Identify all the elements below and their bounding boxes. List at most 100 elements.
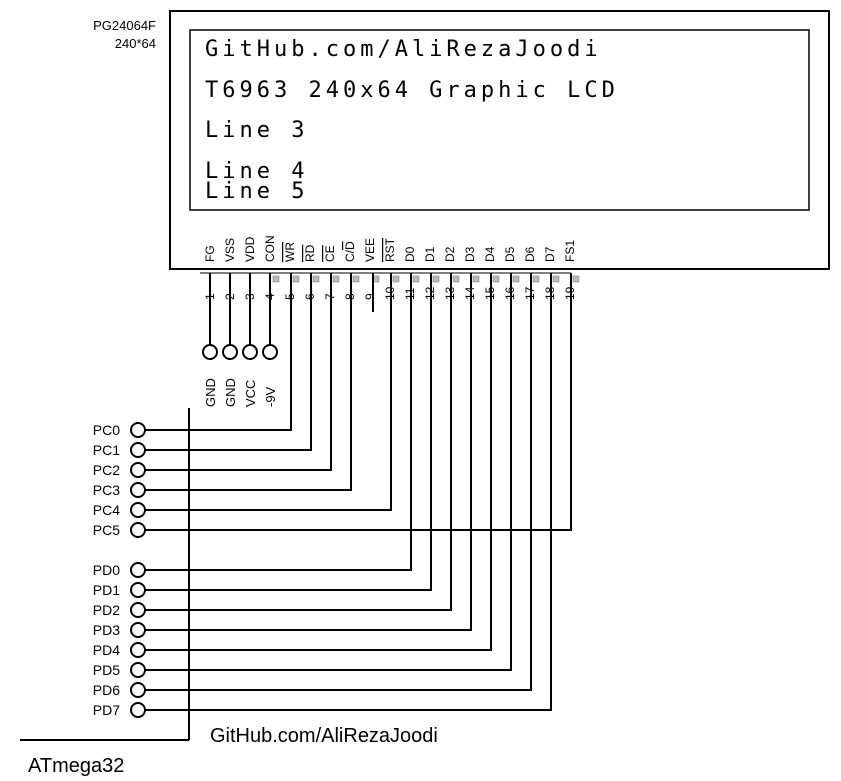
pin-pad-19	[572, 275, 580, 283]
pin-name-18: D7	[543, 246, 557, 262]
power-terminal-4	[262, 344, 278, 360]
wire-pd2	[145, 273, 452, 611]
mcu-pin-label-pd2: PD2	[93, 602, 120, 618]
mcu-pin-label-pc1: PC1	[93, 442, 120, 458]
mcu-connector: PC0PC1PC2PC3PC4PC5PD0PD1PD2PD3PD4PD5PD6P…	[93, 422, 146, 718]
pin-pad-17	[532, 275, 540, 283]
power-terminal-3	[242, 344, 258, 360]
pin-pad-15	[492, 275, 500, 283]
pin-name-2: VSS	[223, 238, 237, 262]
power-label-2: GND	[223, 378, 238, 407]
pin-pad-18	[552, 275, 560, 283]
pin-pad-4	[272, 275, 280, 283]
pin-name-12: D1	[423, 246, 437, 262]
pin-name-3: VDD	[243, 236, 257, 262]
lcd-resolution-label: 240*64	[115, 36, 156, 51]
power-label-4: -9V	[263, 386, 278, 407]
lcd-pins: FG1VSS2VDD3CON4WR5RD6CE7C/D8VEE9RST10D01…	[200, 235, 580, 300]
mcu-pin-label-pc3: PC3	[93, 482, 120, 498]
mcu-pin-label-pc2: PC2	[93, 462, 120, 478]
mcu-terminal-pc2	[130, 462, 146, 478]
wire-pd7	[145, 273, 552, 711]
mcu-terminal-pd0	[130, 562, 146, 578]
mcu-pin-label-pc5: PC5	[93, 522, 120, 538]
pin-name-5: WR	[283, 242, 297, 262]
pin-pad-5	[292, 275, 300, 283]
mcu-terminal-pd4	[130, 642, 146, 658]
pin-name-4: CON	[263, 235, 277, 262]
pin-name-9: VEE	[363, 238, 377, 262]
pin-name-16: D5	[503, 246, 517, 262]
pin-number-9: 9	[363, 293, 377, 300]
mcu-terminal-pd1	[130, 582, 146, 598]
mcu-pin-label-pc4: PC4	[93, 502, 120, 518]
pin-name-11: D0	[403, 246, 417, 262]
pin-name-13: D2	[443, 246, 457, 262]
pin-pad-6	[312, 275, 320, 283]
pin-name-19: FS1	[563, 240, 577, 262]
power-label-1: GND	[203, 378, 218, 407]
mcu-name-label: ATmega32	[28, 755, 124, 777]
lcd-line-2: T6963 240x64 Graphic LCD	[205, 78, 619, 103]
pin-name-17: D6	[523, 246, 537, 262]
wire-pd5	[145, 273, 512, 671]
wire-pc4	[145, 273, 392, 511]
mcu-terminal-pd6	[130, 682, 146, 698]
mcu-terminal-pd7	[130, 702, 146, 718]
lcd-module-outline	[169, 10, 830, 270]
mcu-pin-label-pd7: PD7	[93, 702, 120, 718]
mcu-pin-label-pd6: PD6	[93, 682, 120, 698]
pin-pad-7	[332, 275, 340, 283]
wire-pd3	[145, 273, 472, 631]
pin-pad-11	[412, 275, 420, 283]
pin-name-6: RD	[303, 244, 317, 262]
power-terminal-1	[202, 344, 218, 360]
power-terminal-2	[222, 344, 238, 360]
mcu-pin-label-pd1: PD1	[93, 582, 120, 598]
pin-name-15: D4	[483, 246, 497, 262]
mcu-pin-label-pd5: PD5	[93, 662, 120, 678]
wire-pd4	[145, 273, 492, 651]
lcd-line-3: Line 3	[205, 118, 308, 143]
lcd-line-5: Line 5	[205, 179, 308, 204]
wire-pd6	[145, 273, 532, 691]
pin-pad-13	[452, 275, 460, 283]
pin-pad-16	[512, 275, 520, 283]
mcu-pin-label-pc0: PC0	[93, 422, 120, 438]
lcd-model-label: PG24064F	[93, 18, 156, 33]
wire-pc2	[145, 273, 332, 471]
mcu-terminal-pd2	[130, 602, 146, 618]
lcd-line-4: Line 4	[205, 159, 308, 184]
wire-pc5	[145, 273, 572, 531]
wire-pd1	[145, 273, 432, 591]
wires: GND GND VCC -9V	[145, 273, 572, 711]
credit-label: GitHub.com/AliRezaJoodi	[210, 725, 438, 747]
wire-pd0	[145, 273, 412, 571]
wire-pc3	[145, 273, 352, 491]
pin-pad-8	[352, 275, 360, 283]
wire-pc0	[145, 273, 292, 431]
mcu-terminal-pc3	[130, 482, 146, 498]
mcu-terminal-pc5	[130, 522, 146, 538]
pin-pad-10	[392, 275, 400, 283]
lcd-line-1: GitHub.com/AliRezaJoodi	[205, 37, 602, 62]
pin-pad-14	[472, 275, 480, 283]
mcu-pin-label-pd3: PD3	[93, 622, 120, 638]
mcu-pin-label-pd4: PD4	[93, 642, 120, 658]
pin-name-8: C/D	[343, 241, 357, 262]
pin-name-14: D3	[463, 246, 477, 262]
pin-name-7: CE	[323, 245, 337, 262]
lcd-screen-area	[189, 29, 810, 211]
mcu-pin-label-pd0: PD0	[93, 562, 120, 578]
power-label-3: VCC	[243, 380, 258, 407]
mcu-terminal-pc1	[130, 442, 146, 458]
mcu-terminal-pd5	[130, 662, 146, 678]
mcu-terminal-pc4	[130, 502, 146, 518]
wire-pc1	[145, 273, 312, 451]
pin-pad-12	[432, 275, 440, 283]
pin-name-1: FG	[203, 245, 217, 262]
pin-name-10: RST	[383, 237, 397, 262]
mcu-terminal-pc0	[130, 422, 146, 438]
mcu-terminal-pd3	[130, 622, 146, 638]
